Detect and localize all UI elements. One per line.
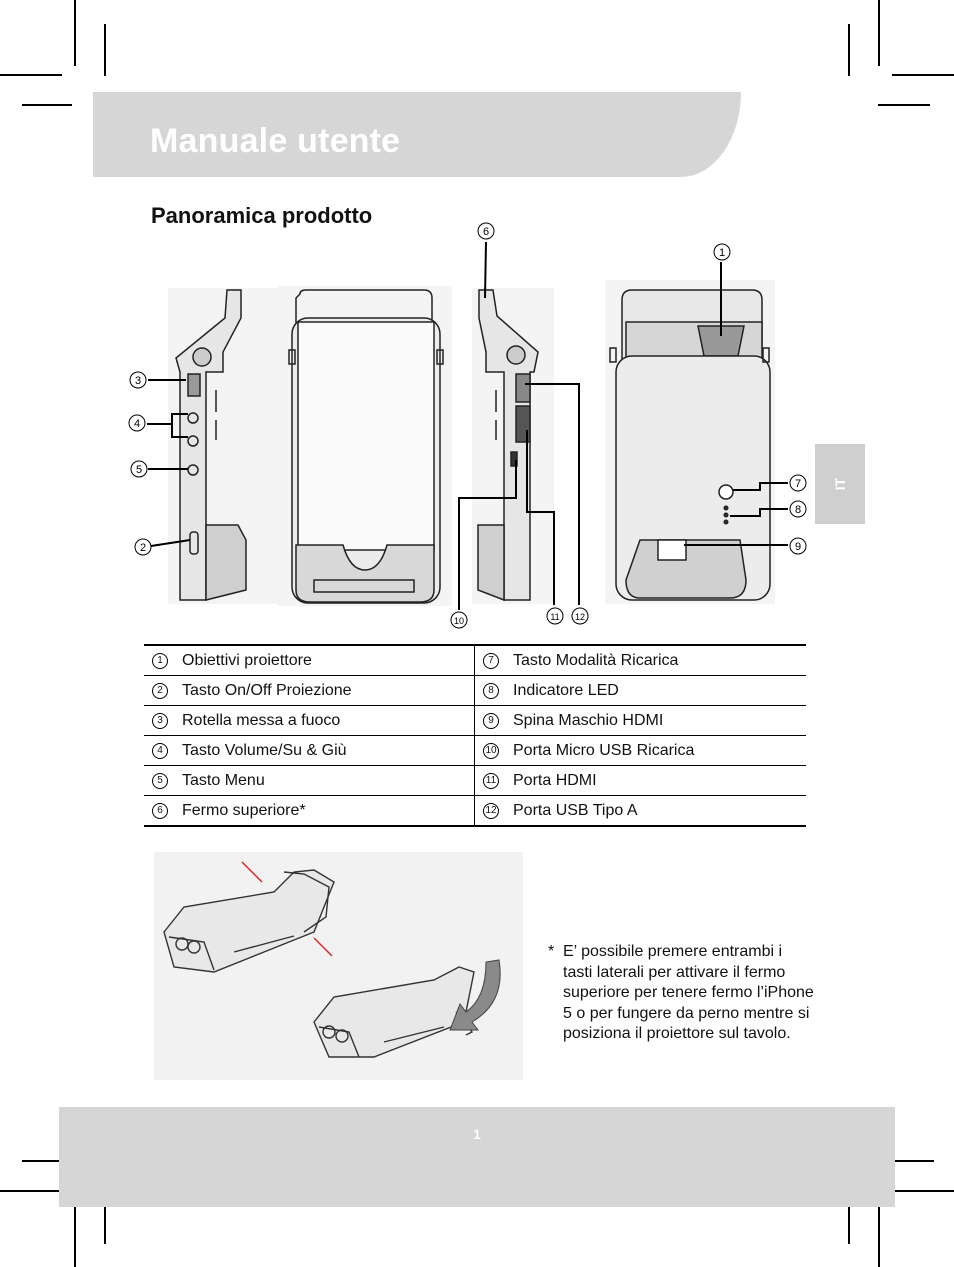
crop-mark (892, 1190, 954, 1192)
legend-number: 3 (152, 712, 168, 729)
page-title: Manuale utente (150, 122, 401, 160)
device-front-view (278, 286, 452, 606)
svg-text:8: 8 (795, 504, 801, 516)
legend-label: Tasto On/Off Proiezione (182, 681, 352, 699)
crop-mark (878, 0, 880, 66)
legend-label: Rotella messa a fuoco (182, 711, 341, 729)
legend-number: 12 (483, 802, 499, 819)
legend-number: 9 (483, 712, 499, 729)
callout-9: 9 (789, 537, 807, 555)
crop-mark (892, 74, 954, 76)
legend-label: Tasto Volume/Su & Giù (182, 741, 347, 759)
legend-number: 11 (483, 772, 499, 789)
legend-number: 8 (483, 682, 499, 699)
svg-text:2: 2 (140, 542, 146, 554)
legend-number: 7 (483, 652, 499, 669)
svg-text:3: 3 (135, 375, 141, 387)
legend-number: 4 (152, 742, 168, 759)
crop-mark (848, 1192, 850, 1244)
crop-mark (0, 1190, 62, 1192)
legend-row: 6 Fermo superiore* 12 Porta USB Tipo A (144, 795, 806, 827)
footnote-asterisk: * (548, 943, 555, 960)
crop-mark (22, 1160, 76, 1162)
callout-6: 6 (477, 222, 495, 240)
device-side-view-left (168, 288, 278, 604)
page-number: 1 (473, 1126, 481, 1142)
device-back-view (605, 280, 775, 604)
legend-label: Obiettivi proiettore (182, 651, 312, 669)
callout-11: 11 (546, 607, 564, 625)
crop-mark (848, 24, 850, 76)
svg-text:5: 5 (136, 464, 142, 476)
legend-label: Porta USB Tipo A (513, 801, 638, 819)
legend-row: 2 Tasto On/Off Proiezione 8 Indicatore LED (144, 675, 806, 706)
svg-text:4: 4 (134, 418, 140, 430)
legend-row: 3 Rotella messa a fuoco 9 Spina Maschio HD… (144, 705, 806, 736)
legend-number: 1 (152, 652, 168, 669)
crop-mark (0, 74, 62, 76)
crop-mark (878, 1200, 880, 1267)
callout-2: 2 (134, 538, 152, 556)
legend-row: 5 Tasto Menu 11 Porta HDMI (144, 765, 806, 796)
crop-mark (74, 0, 76, 66)
language-tab: IT (815, 444, 865, 524)
section-title: Panoramica prodotto (151, 203, 373, 228)
crop-mark (74, 1200, 76, 1267)
callout-12: 12 (571, 607, 589, 625)
legend-label: Porta Micro USB Ricarica (513, 741, 695, 759)
legend-row: 1 Obiettivi proiettore 7 Tasto Modalità Ri… (144, 644, 806, 676)
legend-label: Indicatore LED (513, 681, 619, 699)
fold-illustration-drawing (163, 861, 501, 1058)
callout-7: 7 (789, 474, 807, 492)
legend-label: Fermo superiore* (182, 801, 306, 819)
legend-row: 4 Tasto Volume/Su & Giù 10 Porta Micro USB… (144, 735, 806, 766)
crop-mark (22, 104, 72, 106)
crop-mark (882, 1160, 934, 1162)
callout-3: 3 (129, 371, 147, 389)
callout-4: 4 (128, 414, 146, 432)
footer-band (59, 1107, 895, 1207)
legend-label: Tasto Modalità Ricarica (513, 651, 679, 669)
product-diagram: 1 2 3 4 5 6 7 8 9 10 11 12 (128, 222, 807, 629)
crop-mark (104, 1192, 106, 1244)
callout-1: 1 (713, 243, 731, 261)
legend-label: Tasto Menu (182, 771, 265, 789)
svg-text:7: 7 (795, 478, 801, 490)
svg-text:11: 11 (550, 612, 559, 622)
svg-text:10: 10 (454, 616, 464, 626)
legend-number: 6 (152, 802, 168, 819)
legend-number: 5 (152, 772, 168, 789)
svg-text:9: 9 (795, 541, 801, 553)
legend-number: 2 (152, 682, 168, 699)
device-side-view-right (472, 288, 554, 604)
callout-5: 5 (130, 460, 148, 478)
legend-number: 10 (483, 742, 499, 759)
callout-8: 8 (789, 500, 807, 518)
callout-10: 10 (450, 611, 468, 629)
legend-table: 1 Obiettivi proiettore 7 Tasto Modalità Ri… (144, 644, 806, 827)
svg-text:6: 6 (483, 226, 489, 238)
legend-label: Porta HDMI (513, 771, 597, 789)
footnote-text: E’ possibile premere entrambi i tasti la… (563, 943, 814, 1042)
footnote: * E’ possibile premere entrambi i tasti … (548, 942, 814, 1045)
svg-text:1: 1 (719, 247, 725, 259)
header-band (93, 92, 741, 177)
legend-label: Spina Maschio HDMI (513, 711, 664, 729)
svg-text:12: 12 (575, 612, 585, 622)
crop-mark (104, 24, 106, 76)
fold-illustration (154, 852, 523, 1080)
crop-mark (878, 104, 930, 106)
